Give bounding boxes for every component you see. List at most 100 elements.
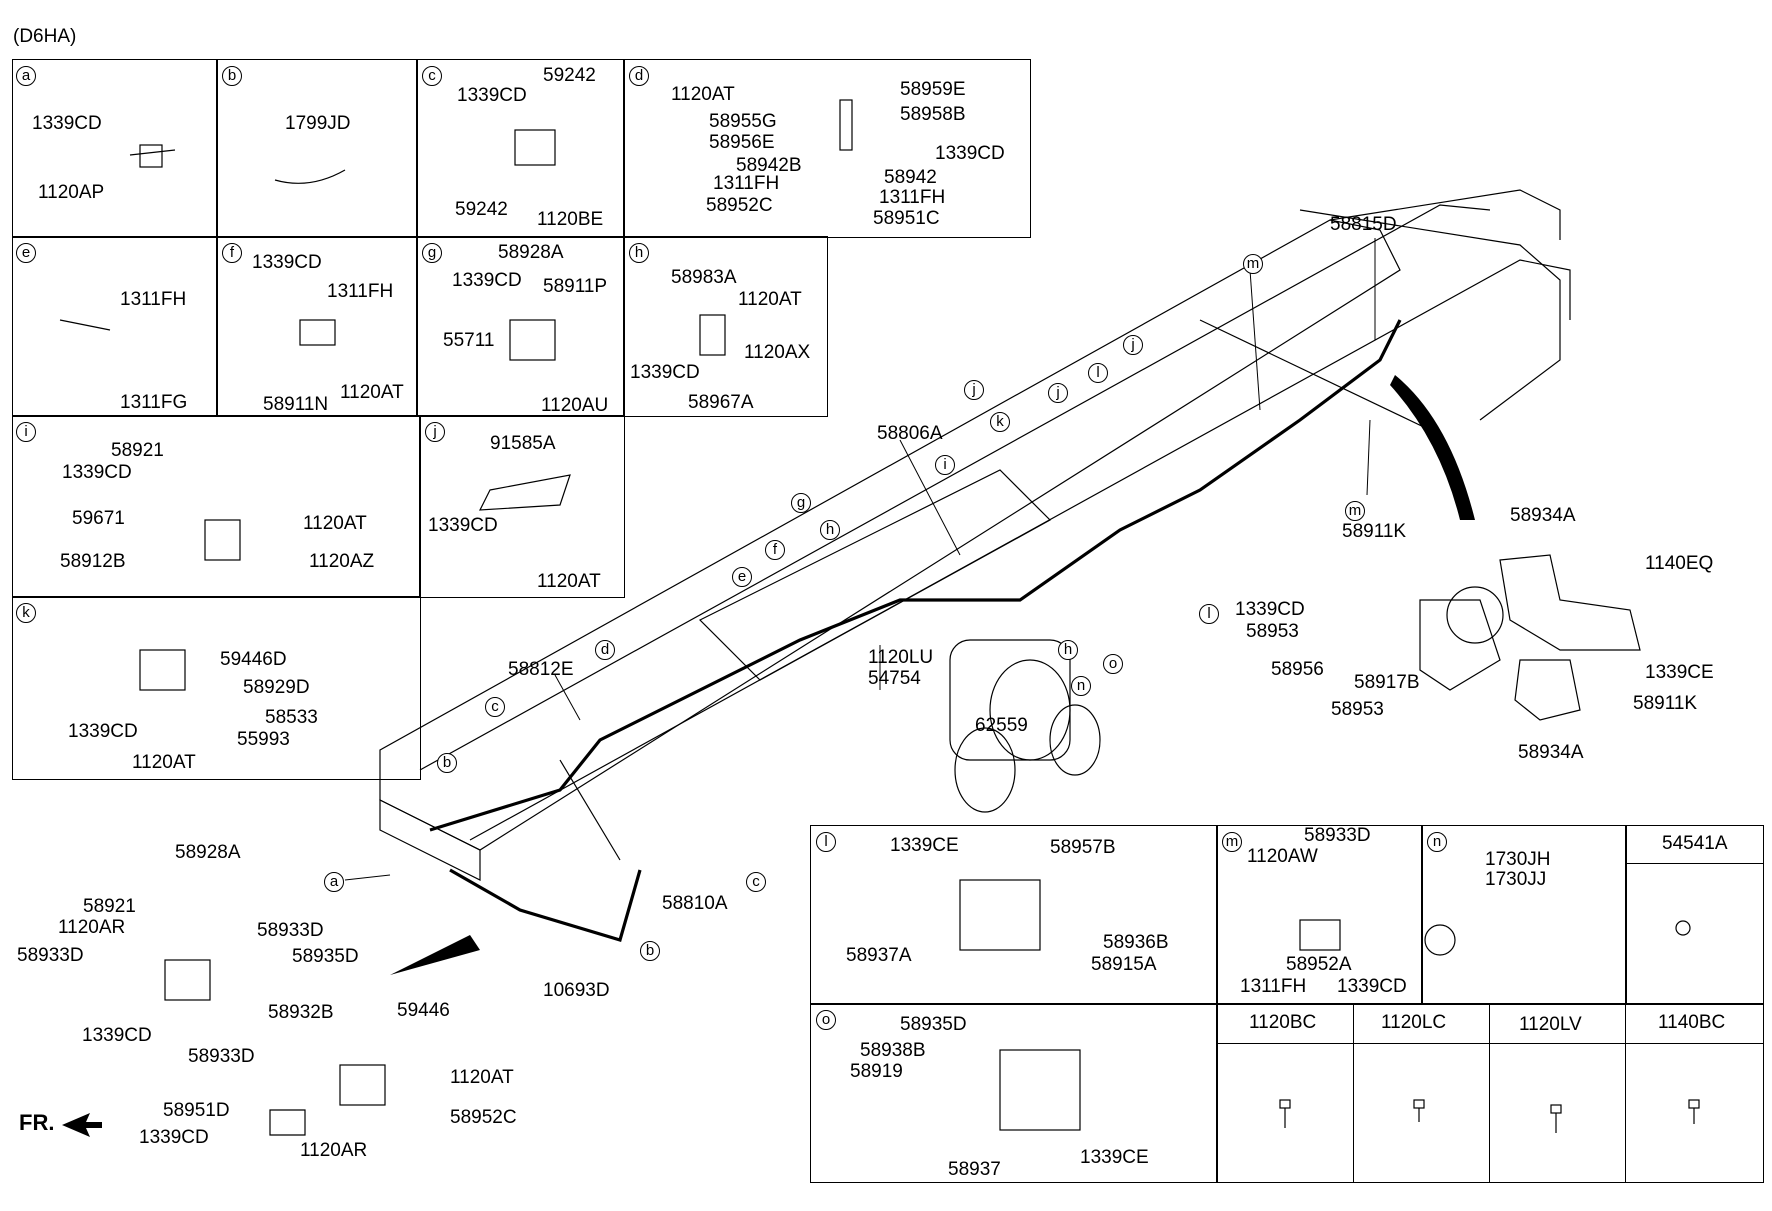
panel-e: [12, 236, 218, 417]
panel-c: [416, 59, 625, 238]
panel-letter-k: k: [16, 603, 36, 623]
part-label: 1120AR: [58, 917, 126, 938]
part-label: 58958B: [900, 104, 966, 125]
panel-m: [1216, 825, 1423, 1005]
part-label: 58951C: [873, 208, 940, 229]
part-label: 10693D: [543, 980, 610, 1001]
part-label: 58937: [948, 1159, 1001, 1180]
panel-letter-j: j: [425, 422, 445, 442]
callout-i: i: [935, 455, 955, 475]
callout-m: m: [1243, 254, 1263, 274]
part-label: 58936B: [1103, 932, 1169, 953]
part-label: 58959E: [900, 79, 966, 100]
part-label: 1311FH: [713, 173, 780, 194]
part-label: 1120LU: [868, 647, 934, 668]
part-label: 1339CE: [890, 835, 959, 856]
panel-b: [216, 59, 418, 238]
part-label: 59671: [72, 508, 125, 529]
part-label: 58942B: [736, 155, 802, 176]
part-label: 58953: [1331, 699, 1384, 720]
part-label: 58921: [111, 440, 164, 461]
part-label: 58933D: [17, 945, 84, 966]
part-label: 1339CD: [82, 1025, 152, 1046]
part-label: 58933D: [257, 920, 324, 941]
part-label: 58935D: [900, 1014, 967, 1035]
panel-i: [12, 415, 421, 598]
part-label: 58919: [850, 1061, 903, 1082]
fastener-title: 1120LV: [1519, 1014, 1582, 1035]
part-label: 1339CD: [1235, 599, 1305, 620]
bolt-icon: [1279, 1099, 1291, 1109]
bolt-icon: [1688, 1099, 1700, 1109]
panel-letter-b: b: [222, 66, 242, 86]
part-label: 58935D: [292, 946, 359, 967]
panel-g: [416, 236, 625, 417]
panel-54541a-title: 54541A: [1662, 833, 1728, 854]
part-label: 58951D: [163, 1100, 230, 1121]
part-label: 59242: [543, 65, 596, 86]
callout-h: h: [820, 520, 840, 540]
front-arrow-icon: [62, 1113, 102, 1137]
callout-b: b: [640, 941, 660, 961]
panel-letter-l: l: [816, 832, 836, 852]
part-label: 1339CE: [1645, 662, 1714, 683]
part-label: 58911K: [1342, 521, 1407, 542]
panel-letter-a: a: [16, 66, 36, 86]
part-label: 1311FH: [1240, 976, 1307, 997]
part-label: 58934A: [1518, 742, 1584, 763]
part-label: 58952A: [1286, 954, 1352, 975]
part-label: 1311FH: [879, 187, 946, 208]
callout-l: l: [1088, 363, 1108, 383]
divider: [1625, 863, 1764, 864]
part-label: 58932B: [268, 1002, 334, 1023]
part-label: 58812E: [508, 659, 574, 680]
part-label: 1120AT: [738, 289, 802, 310]
part-label: 1339CD: [428, 515, 498, 536]
part-label: 1120AR: [300, 1140, 368, 1161]
part-label: 1339CD: [32, 113, 102, 134]
part-label: 1339CD: [139, 1127, 209, 1148]
panel-l: [810, 825, 1218, 1005]
callout-e: e: [732, 567, 752, 587]
part-label: 91585A: [490, 433, 556, 454]
fastener-title: 1120LC: [1381, 1012, 1447, 1033]
part-label: 58955G: [709, 111, 777, 132]
callout-o: o: [1103, 654, 1123, 674]
part-label: 1339CD: [68, 721, 138, 742]
part-label: 59446D: [220, 649, 287, 670]
part-label: 1339CD: [452, 270, 522, 291]
callout-f: f: [765, 540, 785, 560]
part-label: 1120AZ: [309, 551, 375, 572]
part-label: 58928A: [175, 842, 241, 863]
part-label: 58915A: [1091, 954, 1157, 975]
bolt-icon: [1550, 1104, 1562, 1114]
part-label: 1120AU: [541, 395, 609, 416]
panel-letter-n: n: [1427, 832, 1447, 852]
panel-letter-h: h: [629, 243, 649, 263]
part-label: 58934A: [1510, 505, 1576, 526]
part-label: 55993: [237, 729, 290, 750]
part-label: 1120AT: [671, 84, 735, 105]
panel-o: [810, 1003, 1218, 1183]
part-label: 58952C: [450, 1107, 517, 1128]
part-label: 58533: [265, 707, 318, 728]
panel-fasteners: [1216, 1003, 1764, 1183]
divider: [1489, 1003, 1490, 1183]
front-indicator: FR.: [19, 1110, 55, 1135]
part-label: 1311FG: [120, 392, 188, 413]
part-label: 1120AT: [450, 1067, 514, 1088]
panel-h: [623, 236, 828, 417]
panel-letter-f: f: [222, 243, 242, 263]
part-label: 58983A: [671, 267, 737, 288]
panel-f: [216, 236, 418, 417]
part-label: 1730JH: [1485, 849, 1551, 870]
part-label: 58957B: [1050, 837, 1116, 858]
part-label: 58956E: [709, 132, 775, 153]
part-label: 58953: [1246, 621, 1299, 642]
part-label: 1120AT: [340, 382, 404, 403]
part-label: 1339CD: [62, 462, 132, 483]
part-label: 1120AW: [1247, 846, 1318, 867]
part-label: 59446: [397, 1000, 450, 1021]
